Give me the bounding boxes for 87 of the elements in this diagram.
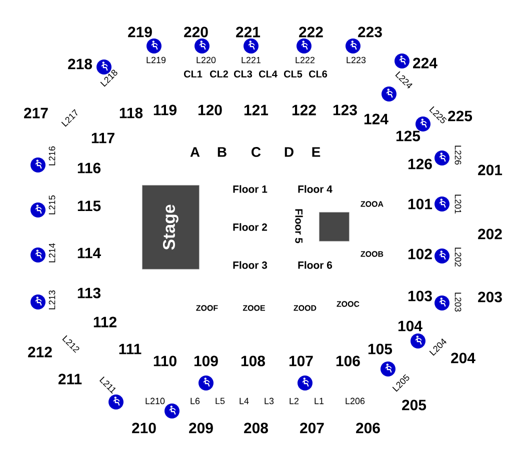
- section-number: 118: [120, 108, 143, 118]
- row-letter: A: [190, 147, 200, 157]
- section-number: 111: [119, 344, 142, 354]
- row-label: L216: [48, 146, 56, 166]
- stage-block: [319, 212, 350, 242]
- section-number: 202: [478, 228, 502, 240]
- section-number: 210: [132, 422, 156, 434]
- section-number: 101: [408, 198, 432, 210]
- section-number: 123: [333, 104, 357, 116]
- section-number: 222: [299, 26, 323, 38]
- section-number: 119: [154, 104, 176, 116]
- section-number: 225: [448, 110, 472, 122]
- row-label: L1: [314, 398, 324, 404]
- section-number: 113: [78, 288, 101, 298]
- section-number: 206: [356, 422, 380, 434]
- stage-block: Stage: [142, 185, 200, 270]
- section-number: 105: [368, 344, 392, 354]
- section-number: 212: [28, 346, 52, 358]
- section-number: 106: [336, 356, 360, 366]
- row-label: L220: [196, 56, 216, 64]
- row-label: CL6: [309, 70, 328, 78]
- row-label: L214: [48, 243, 56, 262]
- section-number: 110: [154, 356, 176, 366]
- section-number: 107: [289, 356, 313, 366]
- row-label: L222: [296, 56, 315, 64]
- row-label: L223: [346, 56, 366, 64]
- row-label: L202: [454, 248, 462, 266]
- floor-label: Floor 6: [298, 261, 332, 269]
- section-number: 122: [292, 104, 316, 116]
- row-label: L210: [146, 398, 165, 404]
- row-label: L215: [48, 195, 56, 214]
- section-number: 209: [189, 422, 213, 434]
- row-label: CL1: [184, 70, 202, 78]
- row-label: CL3: [234, 70, 252, 78]
- row-label: L2: [290, 398, 299, 404]
- floor-label: Floor 5: [295, 209, 303, 244]
- section-number: 220: [184, 26, 208, 38]
- section-number: 109: [194, 356, 218, 366]
- section-number: 204: [451, 352, 476, 364]
- row-label: L4: [240, 398, 249, 404]
- row-label: L213: [48, 290, 56, 310]
- section-number: 115: [78, 200, 101, 212]
- floor-label: Floor 3: [233, 261, 268, 269]
- floor-label: Floor 2: [233, 223, 267, 231]
- section-number: 112: [94, 316, 116, 328]
- section-number: 126: [408, 158, 432, 170]
- section-number: 211: [58, 374, 82, 384]
- section-number: 121: [244, 104, 268, 116]
- section-number: 203: [478, 292, 502, 302]
- row-label: CL4: [259, 70, 278, 78]
- section-number: 102: [408, 248, 432, 260]
- section-number: 221: [236, 26, 260, 38]
- section-number: 201: [478, 164, 502, 176]
- section-number: 218: [68, 58, 92, 70]
- section-number: 207: [300, 422, 324, 434]
- row-label: L5: [216, 398, 225, 404]
- row-letter: B: [218, 147, 226, 157]
- row-label: CL5: [284, 70, 302, 78]
- section-number: 223: [358, 26, 382, 38]
- row-label: L226: [454, 146, 462, 165]
- section-number: 103: [408, 290, 432, 302]
- row-label: L219: [146, 56, 166, 64]
- section-number: 120: [198, 104, 222, 116]
- row-label: L3: [264, 398, 274, 404]
- floor-label: Floor 1: [233, 185, 268, 193]
- section-number: 205: [402, 400, 426, 410]
- section-number: 125: [396, 130, 420, 142]
- section-number: 217: [24, 108, 48, 118]
- row-letter: C: [252, 147, 261, 157]
- section-number: 124: [364, 114, 388, 124]
- section-number: 116: [78, 162, 101, 174]
- section-number: 108: [241, 356, 265, 366]
- section-number: 104: [398, 320, 422, 332]
- row-label: L206: [346, 398, 365, 404]
- row-letter: E: [312, 147, 320, 157]
- section-number: 117: [92, 132, 114, 144]
- section-number: 219: [128, 26, 152, 38]
- row-letter: D: [284, 147, 294, 157]
- row-label: L221: [242, 56, 261, 64]
- floor-label: Floor 4: [298, 185, 332, 193]
- row-label: L6: [190, 398, 200, 404]
- section-number: 224: [413, 58, 438, 68]
- section-number: 114: [78, 248, 101, 258]
- row-label: L203: [454, 292, 462, 312]
- section-number: 208: [244, 422, 268, 434]
- row-label: CL2: [210, 70, 228, 78]
- row-label: L201: [454, 194, 462, 214]
